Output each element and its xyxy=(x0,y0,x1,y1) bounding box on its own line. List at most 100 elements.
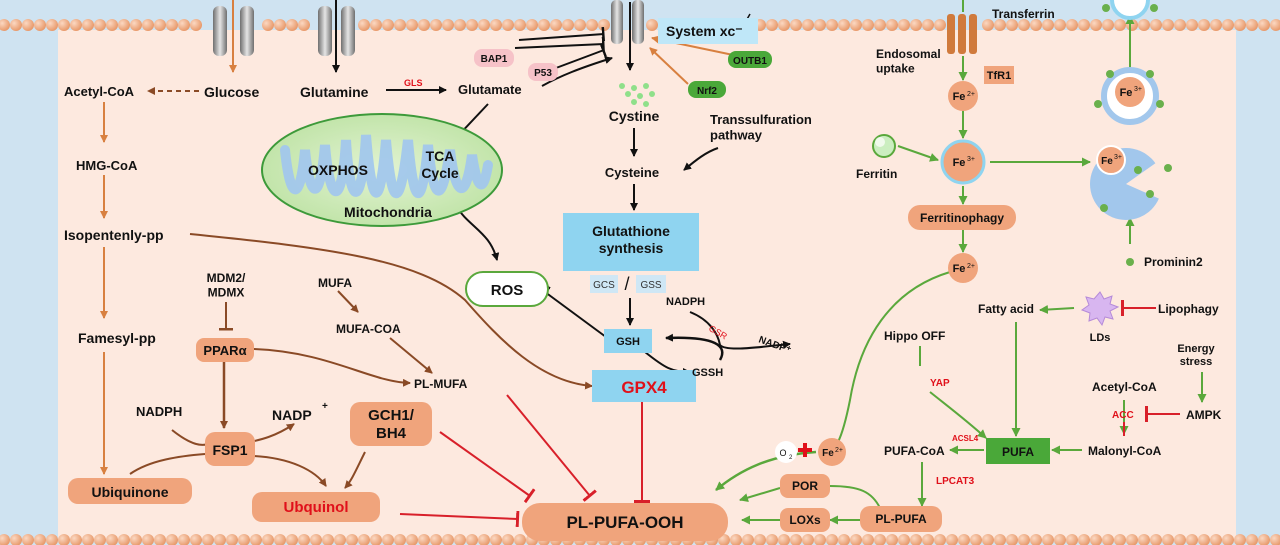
isopentenyl-label: Isopentenly-pp xyxy=(64,227,164,243)
fsp1-label: FSP1 xyxy=(212,442,247,458)
fe3-circle-1 xyxy=(940,139,986,185)
o2-label: O 2 xyxy=(779,448,793,461)
cysteine-label: Cysteine xyxy=(605,165,659,180)
pufa-coa-label: PUFA-CoA xyxy=(884,444,945,458)
svg-text:2: 2 xyxy=(789,455,793,461)
por-label: POR xyxy=(792,479,818,493)
lds-label: LDs xyxy=(1090,332,1111,344)
pl-pufa-label: PL-PUFA xyxy=(875,512,927,526)
svg-text:3+: 3+ xyxy=(967,156,975,163)
hippo-label: Hippo OFF xyxy=(884,329,945,343)
gls-label: GLS xyxy=(404,78,423,88)
membrane-top xyxy=(0,19,1280,31)
gch1-label: GCH1/BH4 xyxy=(368,407,415,442)
outb1-box xyxy=(728,51,772,68)
pl-pufa-box xyxy=(860,506,942,532)
hmg-coa-label: HMG-CoA xyxy=(76,158,138,173)
svg-text:Fe: Fe xyxy=(953,263,966,275)
pufa-box xyxy=(986,438,1050,464)
system-xc-label: System xc⁻ xyxy=(666,23,743,39)
pl-pufa-ooh-box xyxy=(522,503,728,541)
fe2-circle-1 xyxy=(948,81,978,111)
nadph-mid-label: NADPH xyxy=(666,296,705,308)
fe3-circle-2 xyxy=(1096,145,1126,175)
fe2-label-1: Fe 2+ xyxy=(953,91,975,103)
tfr1-box xyxy=(984,66,1014,84)
lpcat3-label: LPCAT3 xyxy=(936,476,975,487)
cystine-dots xyxy=(619,83,655,107)
outb1-label: OUTB1 xyxy=(733,56,767,67)
mufa-coa-label: MUFA-COA xyxy=(336,322,401,336)
ferritinophagy-box xyxy=(908,205,1016,230)
fe2-circle-2 xyxy=(948,253,978,283)
pl-mufa-label: PL-MUFA xyxy=(414,377,468,391)
o2-circle xyxy=(775,441,797,463)
mufa-label: MUFA xyxy=(318,276,352,290)
nrf2-box xyxy=(688,81,726,98)
acetyl-coa-right-label: Acetyl-CoA xyxy=(1092,380,1157,394)
fe3-label-3: Fe 3+ xyxy=(1120,86,1142,99)
p53-box xyxy=(528,63,558,81)
loxs-box xyxy=(780,508,830,532)
gpx4-label: GPX4 xyxy=(621,378,667,397)
exosome-icon xyxy=(1110,0,1150,20)
red-cross-icon xyxy=(798,443,812,457)
mitochondrion-icon xyxy=(261,113,503,227)
glutamate-label: Glutamate xyxy=(458,82,522,97)
yap-label: YAP xyxy=(930,378,950,389)
por-box xyxy=(780,474,830,498)
gcs-box xyxy=(590,275,618,293)
gsh-box xyxy=(604,329,652,353)
svg-text:Fe: Fe xyxy=(822,448,834,459)
transferrin-label: Transferrin xyxy=(992,7,1055,21)
cystine-label: Cystine xyxy=(609,108,660,124)
svg-text:2+: 2+ xyxy=(967,91,975,98)
lipid-droplet-icon xyxy=(1080,291,1120,327)
prominin2-label: Prominin2 xyxy=(1144,255,1203,269)
nadp-left-sup: + xyxy=(322,401,328,412)
fe3-label-1: Fe 3+ xyxy=(953,156,975,169)
ferritinophagy-label: Ferritinophagy xyxy=(920,211,1004,225)
malonyl-coa-label: Malonyl-CoA xyxy=(1088,444,1162,458)
fe3-label-2: Fe 3+ xyxy=(1101,154,1122,167)
gsh-synthesis-box xyxy=(563,213,699,271)
pl-pufa-ooh-label: PL-PUFA-OOH xyxy=(566,513,683,532)
svg-text:Fe: Fe xyxy=(1120,87,1133,99)
prominin2-dots xyxy=(1094,4,1172,266)
glutamine-transporter-icon xyxy=(318,6,355,56)
ubiquinone-box xyxy=(68,478,192,504)
svg-text:3+: 3+ xyxy=(1134,86,1142,93)
fatty-acid-label: Fatty acid xyxy=(978,302,1034,316)
ampk-label: AMPK xyxy=(1186,408,1222,422)
loxs-label: LOXs xyxy=(789,513,821,527)
bap1-box xyxy=(474,49,514,67)
acsl4-label: ACSL4 xyxy=(952,434,979,443)
svg-text:Fe: Fe xyxy=(1101,156,1113,167)
p53-label: P53 xyxy=(534,68,552,79)
svg-text:O: O xyxy=(779,448,786,458)
svg-text:2+: 2+ xyxy=(967,263,975,270)
ubiquinol-label: Ubquinol xyxy=(284,499,349,516)
fsp1-box xyxy=(205,432,255,466)
glutamine-label: Glutamine xyxy=(300,84,369,100)
gch1-box xyxy=(350,402,432,446)
nadp-left-label: NADP xyxy=(272,407,312,423)
svg-text:2+: 2+ xyxy=(835,447,843,454)
ferritin-label: Ferritin xyxy=(856,167,897,181)
fe2-label-2: Fe 2+ xyxy=(953,263,975,275)
svg-text:Fe: Fe xyxy=(953,157,966,169)
gssh-label: GSSH xyxy=(692,367,723,379)
tfr1-receptor-icon xyxy=(947,14,977,54)
ubiquinone-label: Ubiquinone xyxy=(92,484,169,500)
oxphos-label: OXPHOS xyxy=(308,162,368,178)
gcs-gss-separator: / xyxy=(624,274,629,294)
system-xc-transporter-icon xyxy=(611,0,644,44)
gss-box xyxy=(636,275,666,293)
svg-text:3+: 3+ xyxy=(1114,154,1122,161)
